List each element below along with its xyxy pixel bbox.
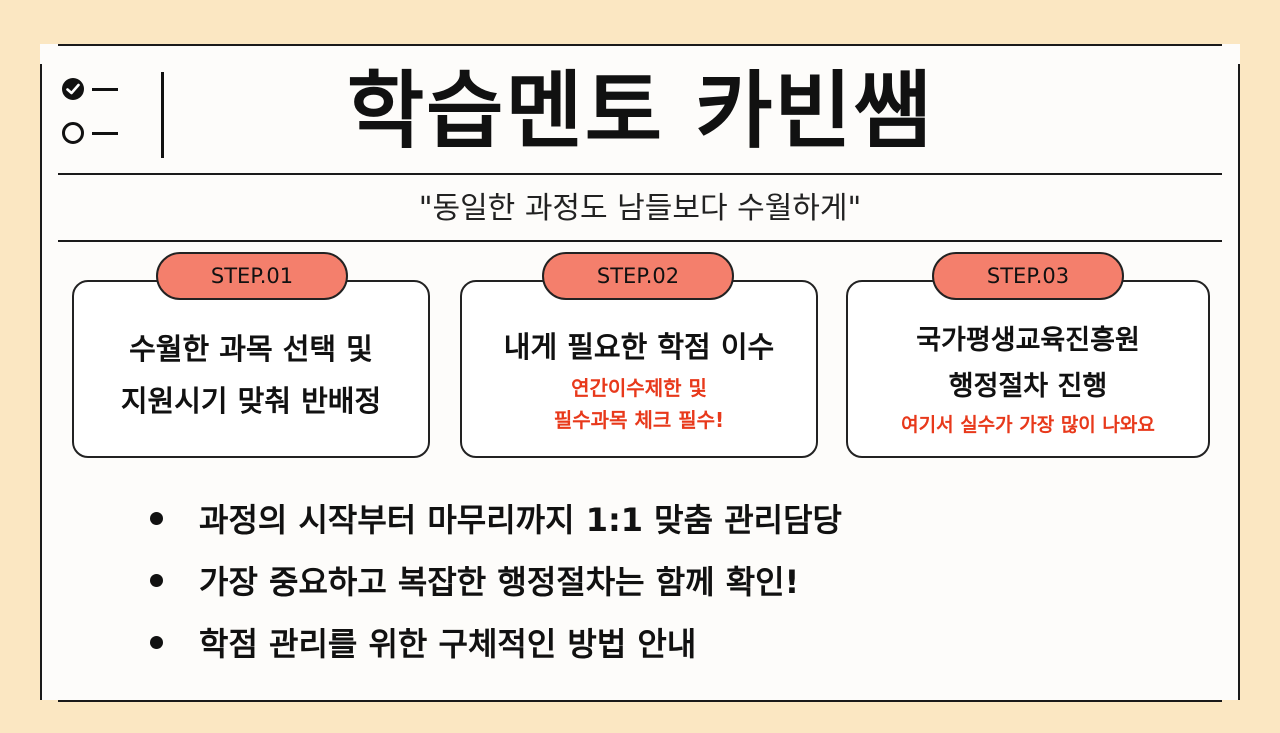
step-card-3: 국가평생교육진흥원 행정절차 진행 여기서 실수가 가장 많이 나와요 — [846, 280, 1210, 458]
step-1-main-line-2: 지원시기 맞춰 반배정 — [120, 384, 382, 418]
page-title: 학습멘토 카빈쌤 — [346, 62, 934, 160]
step-card-1: 수월한 과목 선택 및 지원시기 맞춰 반배정 — [72, 280, 430, 458]
step-2-sub-line-2: 필수과목 체크 필수! — [553, 408, 725, 432]
list-item: 학점 관리를 위한 구체적인 방법 안내 — [150, 612, 696, 672]
checked-circle-icon — [62, 78, 84, 100]
checklist-line — [92, 131, 118, 135]
step-2-badge: STEP.02 — [542, 252, 734, 300]
page-subtitle: "동일한 과정도 남들보다 수월하게" — [418, 191, 862, 226]
step-card-2: 내게 필요한 학점 이수 연간이수제한 및 필수과목 체크 필수! — [460, 280, 818, 458]
list-item: 과정의 시작부터 마무리까지 1:1 맞춤 관리담당 — [150, 488, 842, 548]
step-2-main-line-1: 내게 필요한 학점 이수 — [503, 330, 775, 364]
list-item-text: 가장 중요하고 복잡한 행정절차는 함께 확인! — [199, 563, 800, 601]
empty-circle-icon — [62, 122, 84, 144]
checklist-row-empty — [62, 122, 118, 144]
divider-top — [58, 173, 1222, 175]
checklist-divider — [161, 72, 164, 158]
list-item: 가장 중요하고 복잡한 행정절차는 함께 확인! — [150, 550, 799, 610]
frame-top-border — [58, 44, 1222, 46]
step-1-main-line-1: 수월한 과목 선택 및 — [129, 332, 373, 366]
bullet-dot-icon — [150, 573, 163, 587]
step-3-sub-line-1: 여기서 실수가 가장 많이 나와요 — [901, 414, 1155, 436]
frame-bottom-border — [58, 700, 1222, 702]
step-3-badge: STEP.03 — [932, 252, 1124, 300]
list-item-text: 학점 관리를 위한 구체적인 방법 안내 — [199, 625, 697, 663]
checklist-icon — [62, 72, 172, 162]
step-1-badge: STEP.01 — [156, 252, 348, 300]
step-3-main-line-2: 행정절차 진행 — [948, 371, 1108, 402]
checklist-line — [92, 87, 118, 91]
step-2-sub-line-1: 연간이수제한 및 — [571, 376, 707, 400]
checklist-row-checked — [62, 78, 118, 100]
divider-bottom — [58, 240, 1222, 242]
step-3-main-line-1: 국가평생교육진흥원 — [916, 325, 1140, 356]
list-item-text: 과정의 시작부터 마무리까지 1:1 맞춤 관리담당 — [199, 501, 842, 539]
frame-right-border — [1238, 64, 1240, 700]
frame-left-border — [40, 64, 42, 700]
bullet-dot-icon — [150, 635, 163, 649]
bullet-dot-icon — [150, 511, 163, 525]
